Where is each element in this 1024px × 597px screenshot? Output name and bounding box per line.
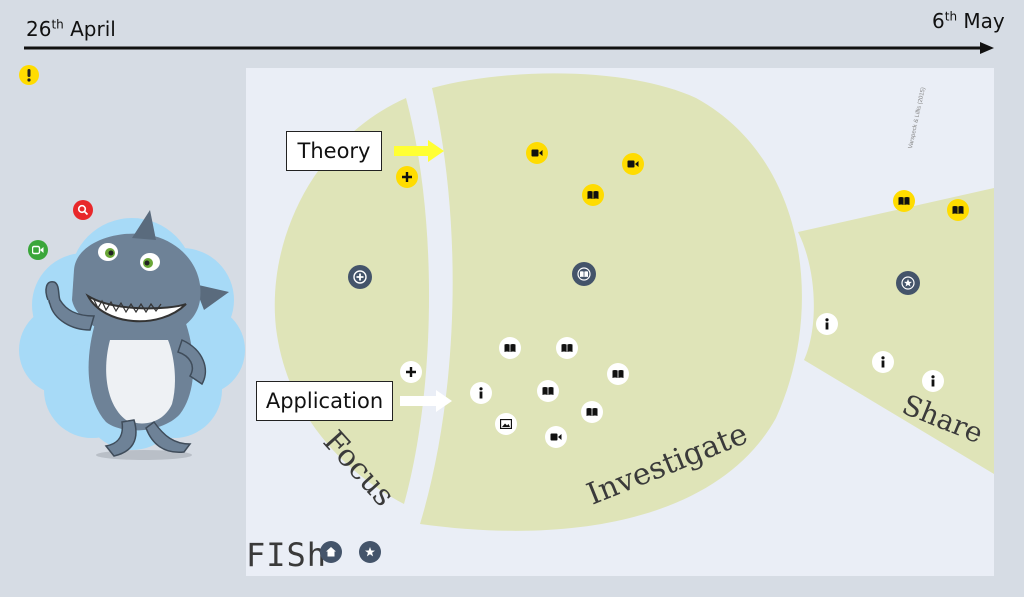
fish-board: Varspeck & Lillis (2015) Theory Applicat… [246, 68, 994, 576]
theory-label: Theory [286, 131, 382, 171]
video-icon[interactable] [622, 153, 644, 175]
book-icon[interactable] [556, 337, 578, 359]
book-icon[interactable] [893, 190, 915, 212]
book-icon[interactable] [537, 380, 559, 402]
theory-arrow [394, 140, 444, 162]
book-icon[interactable] [607, 363, 629, 385]
book-icon[interactable] [572, 262, 596, 286]
search-icon[interactable] [73, 200, 93, 220]
info-icon[interactable] [872, 351, 894, 373]
timeline-end-label: 6th May [932, 9, 1005, 33]
info-icon[interactable] [470, 382, 492, 404]
video-icon[interactable] [545, 426, 567, 448]
video-icon[interactable] [28, 240, 48, 260]
shark-mascot [19, 210, 245, 460]
fish-logo: FISh [246, 536, 328, 574]
video-icon[interactable] [526, 142, 548, 164]
share-section [798, 188, 994, 474]
application-arrow [400, 390, 452, 412]
plus-icon[interactable] [400, 361, 422, 383]
timeline-arrow [24, 42, 994, 54]
plus-icon[interactable] [348, 265, 372, 289]
info-icon[interactable] [816, 313, 838, 335]
image-icon[interactable] [495, 413, 517, 435]
exclamation-icon[interactable] [19, 65, 39, 85]
info-icon[interactable] [922, 370, 944, 392]
star-icon[interactable] [896, 271, 920, 295]
book-icon[interactable] [947, 199, 969, 221]
book-icon[interactable] [582, 184, 604, 206]
plus-icon[interactable] [396, 166, 418, 188]
investigate-section [420, 73, 802, 531]
star-icon[interactable] [359, 541, 381, 563]
timeline-start-label: 26th April [26, 17, 116, 41]
book-icon[interactable] [499, 337, 521, 359]
home-icon[interactable] [320, 541, 342, 563]
application-label: Application [256, 381, 393, 421]
book-icon[interactable] [581, 401, 603, 423]
